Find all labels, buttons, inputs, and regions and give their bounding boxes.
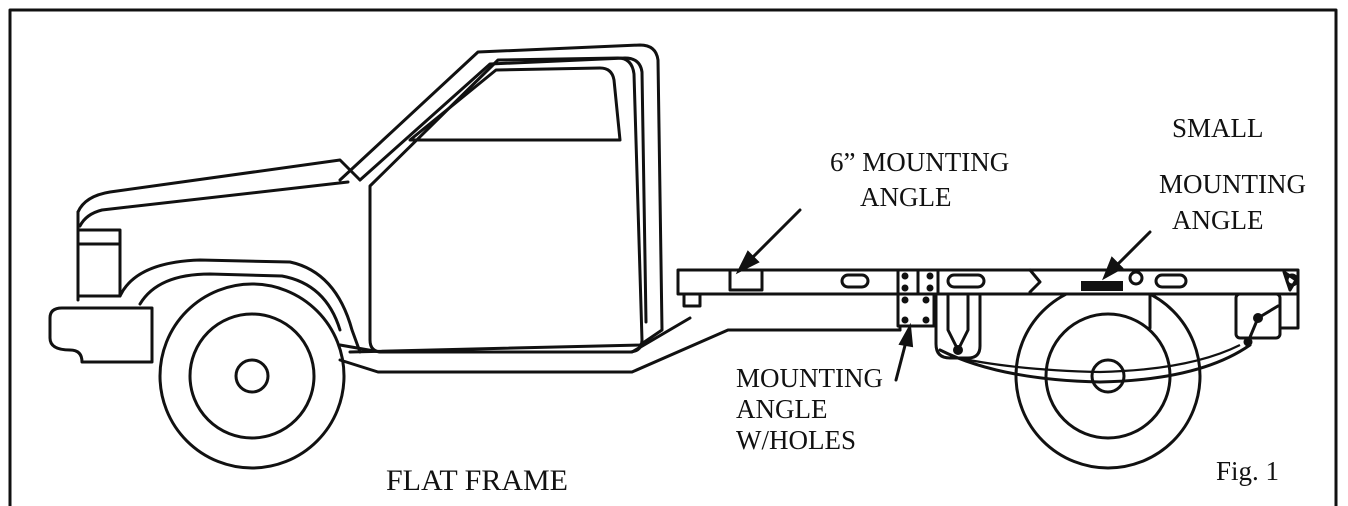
- cab-door: [368, 56, 644, 354]
- figure-number: Fig. 1: [1216, 456, 1279, 486]
- figure-border: [8, 8, 1338, 506]
- hood: [76, 158, 362, 214]
- front-wheel: [158, 282, 346, 470]
- headlight: [76, 228, 122, 298]
- small-mounting-angle-plate: [1081, 281, 1123, 291]
- cab-body: [338, 43, 664, 354]
- truck-drawing: [48, 43, 1300, 470]
- six-inch-mounting-angle-plate: [728, 268, 764, 292]
- label-small-mounting-angle: SMALL MOUNTING ANGLE: [1159, 113, 1313, 235]
- label-mounting-angle-with-holes: MOUNTING ANGLE W/HOLES: [736, 363, 890, 455]
- front-hub: [234, 358, 270, 394]
- spring-hanger: [934, 294, 982, 360]
- label-six-inch-mounting-angle: 6” MOUNTING ANGLE: [830, 147, 1016, 212]
- front-fender: [118, 258, 362, 354]
- front-bumper: [48, 306, 154, 364]
- cab-window: [408, 66, 622, 142]
- rear-hub: [1090, 358, 1126, 394]
- frame-rail: [338, 328, 902, 374]
- leaf-spring: [938, 343, 1252, 384]
- leader-lines: [735, 208, 1152, 382]
- flat-frame-rail: [676, 268, 1300, 296]
- figure-caption: FLAT FRAME: [386, 464, 568, 497]
